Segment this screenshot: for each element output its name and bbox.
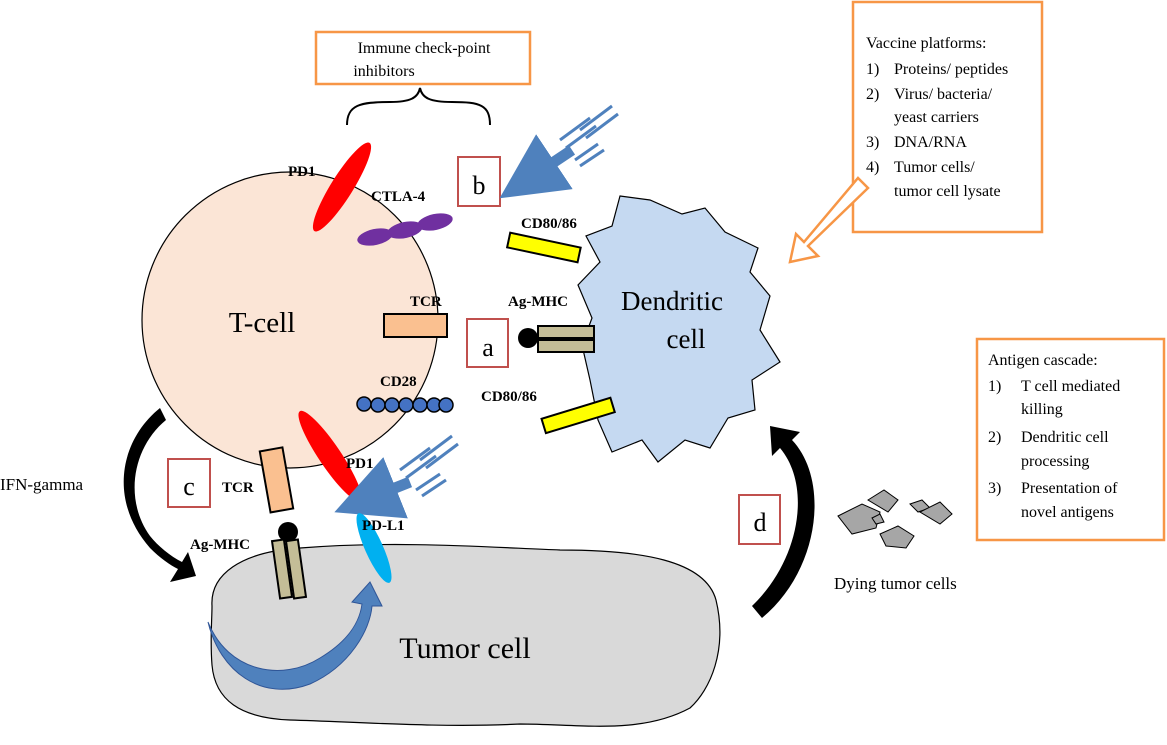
vaccine-item-4b: tumor cell lysate (894, 183, 1001, 200)
pd-l1-label: PD-L1 (362, 518, 405, 534)
checkpoint-box (314, 30, 532, 86)
dendritic-cell-label-line2: cell (667, 324, 706, 354)
ag-mhc-tumor-label: Ag-MHC (190, 537, 250, 553)
vaccine-item-1: Proteins/ peptides (894, 61, 1008, 78)
cascade-item-3a: Presentation of (1021, 480, 1118, 497)
t-cell-label: T-cell (229, 307, 296, 339)
cascade-title: Antigen cascade: (988, 352, 1098, 369)
tcr-right (383, 313, 448, 338)
cascade-num-3: 3) (988, 480, 1001, 497)
vaccine-item-3: DNA/RNA (894, 134, 967, 151)
label-d: d (754, 508, 767, 537)
tumor-cell-label: Tumor cell (399, 632, 530, 665)
cascade-item-1a: T cell mediated (1021, 378, 1120, 395)
cd80-86-top-label: CD80/86 (521, 216, 577, 232)
pd1-top-label: PD1 (288, 164, 316, 180)
checkpoint-brace (346, 87, 491, 126)
cascade-num-1: 1) (988, 378, 1001, 395)
vaccine-num-2: 2) (866, 86, 879, 103)
vaccine-item-2a: Virus/ bacteria/ (894, 86, 993, 103)
ag-mhc-dc-label: Ag-MHC (508, 294, 568, 310)
cascade-item-2b: processing (1021, 453, 1089, 470)
cascade-item-2a: Dendritic cell (1021, 429, 1109, 446)
cd28-label: CD28 (380, 374, 417, 390)
vaccine-num-4: 4) (866, 159, 879, 176)
vaccine-num-3: 3) (866, 134, 879, 151)
vaccine-num-1: 1) (866, 61, 879, 78)
label-c-box (167, 458, 211, 508)
vaccine-arrow (788, 176, 870, 264)
tumor-cell (210, 543, 721, 727)
tumor-presentation-arrow (207, 581, 383, 690)
dendritic-cell-label-line1: Dendritic (621, 286, 723, 316)
label-d-box (738, 494, 781, 545)
vaccine-box (851, 0, 1044, 234)
cd80-86-bottom-label: CD80/86 (481, 389, 537, 405)
ifn-gamma-label: IFN-gamma (0, 475, 84, 494)
tcr-bottom-label: TCR (222, 480, 254, 496)
antibody-bottom (399, 434, 459, 498)
cd80-86-top (505, 231, 582, 264)
antigen-cascade-arrow (752, 426, 815, 618)
pd1-bottom-label: PD1 (346, 456, 374, 472)
cascade-item-1b: killing (1021, 401, 1063, 418)
label-a: a (482, 333, 494, 362)
ag-mhc-tumor (270, 538, 308, 600)
label-b-box (457, 156, 501, 207)
pd-l1 (356, 513, 392, 583)
antibody-bottom-arrow (334, 457, 413, 519)
checkpoint-line2: inhibitors (353, 63, 414, 80)
label-c: c (183, 472, 195, 501)
cascade-text: Antigen cascade: 1) T cell mediated kill… (988, 352, 1120, 521)
ifn-gamma-arrow (123, 408, 196, 582)
ag-mhc-dc (537, 325, 595, 353)
dendritic-cell (577, 195, 781, 463)
antibody-top-arrow (499, 134, 576, 199)
vaccine-text: Vaccine platforms: 1) Proteins/ peptides… (866, 35, 1008, 200)
vaccine-item-4a: Tumor cells/ (894, 159, 975, 176)
ctla4-receptor (357, 213, 453, 246)
ag-mhc-tumor-antigen (278, 522, 298, 542)
tcr-right-label: TCR (410, 294, 442, 310)
cd28-receptor (356, 396, 454, 413)
label-a-box (466, 318, 509, 368)
ag-mhc-dc-antigen (518, 328, 538, 348)
tcr-bottom (258, 446, 295, 514)
ctla4-label: CTLA-4 (371, 189, 426, 205)
checkpoint-line1: Immune check-point (358, 40, 491, 57)
cd80-86-bottom (540, 396, 617, 435)
vaccine-title: Vaccine platforms: (866, 35, 986, 52)
dying-tumor-cells-label: Dying tumor cells (834, 574, 957, 593)
cascade-item-3b: novel antigens (1021, 504, 1114, 521)
dying-tumor-cell-debris (837, 489, 953, 549)
label-b: b (473, 171, 486, 200)
pd1-top (312, 142, 372, 232)
cascade-num-2: 2) (988, 429, 1001, 446)
cascade-box (975, 337, 1166, 542)
vaccine-item-2b: yeast carriers (894, 109, 979, 126)
